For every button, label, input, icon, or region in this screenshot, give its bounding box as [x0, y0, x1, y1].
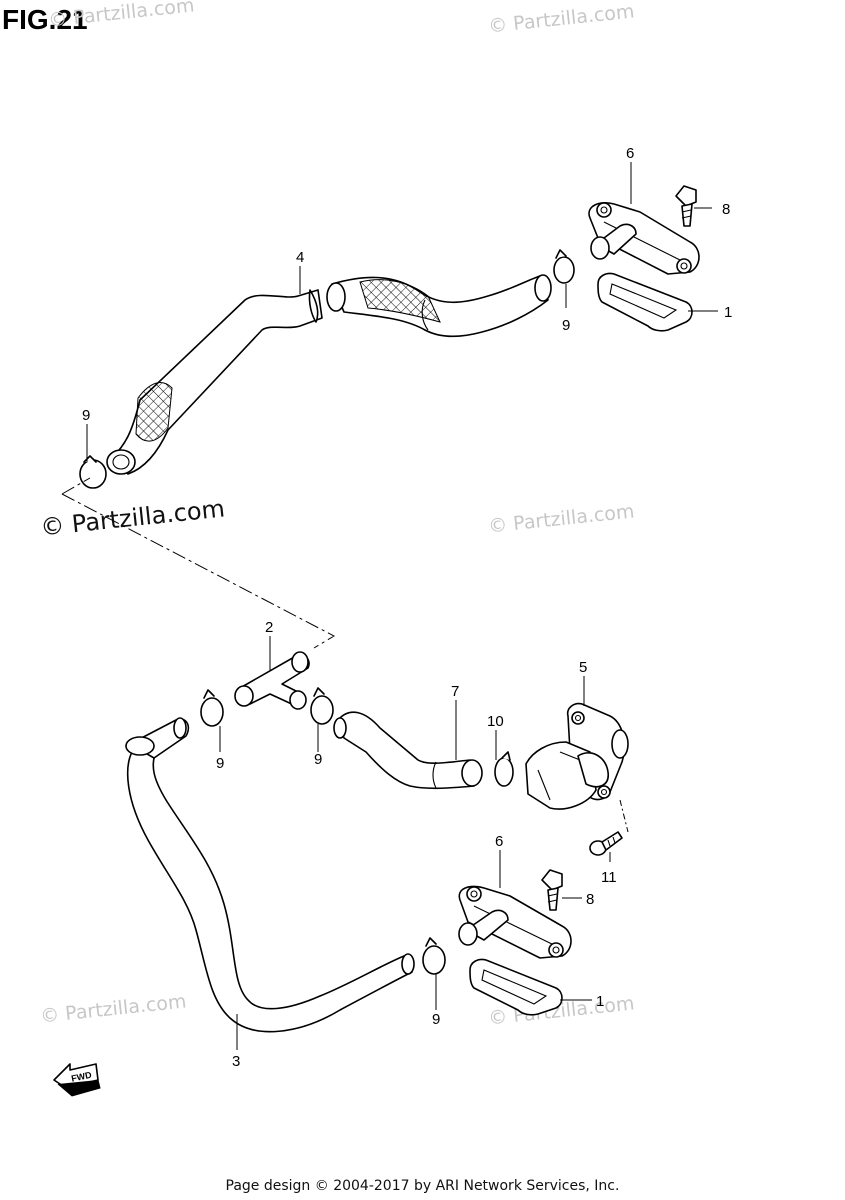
callout-9-lower: 9 [432, 1011, 440, 1028]
callout-9-upper-left: 9 [82, 407, 90, 424]
leader-lines [86, 162, 718, 1050]
bolt-8-upper [675, 185, 697, 227]
callout-4: 4 [296, 249, 304, 266]
hose-3 [125, 717, 415, 1033]
callout-9-upper-right: 9 [562, 317, 570, 334]
connection-line [61, 477, 336, 649]
callout-11: 11 [601, 869, 617, 886]
page-footer: Page design © 2004-2017 by ARI Network S… [225, 1178, 620, 1194]
bolt-8-lower [541, 869, 563, 911]
forward-arrow-icon: FWD [53, 1063, 101, 1097]
callout-8-upper: 8 [722, 201, 730, 218]
callout-10: 10 [487, 713, 504, 730]
clamp-10 [494, 751, 514, 787]
valve-cover-6-upper [588, 202, 700, 275]
clamp-9-mid-right [310, 687, 334, 725]
callout-6-upper: 6 [626, 145, 634, 162]
hose-4 [106, 274, 552, 475]
callout-1-upper: 1 [724, 304, 732, 321]
screw-11 [589, 799, 629, 856]
fwd-label: FWD [70, 1070, 93, 1084]
callout-9-mid-right: 9 [314, 751, 322, 768]
callout-1-lower: 1 [596, 993, 604, 1010]
callout-3: 3 [232, 1053, 240, 1070]
clamp-9-upper-left [79, 455, 107, 489]
callout-7: 7 [451, 683, 459, 700]
clamp-9-mid-left [200, 689, 224, 727]
clamp-9-upper-right [553, 249, 575, 284]
gasket-1-upper [597, 272, 693, 332]
hose-7 [333, 711, 483, 790]
callout-9-mid-left: 9 [216, 755, 224, 772]
callout-2: 2 [265, 619, 273, 636]
tee-joint-2 [234, 651, 310, 710]
clamp-9-lower [422, 937, 446, 975]
gasket-1-lower [469, 958, 563, 1016]
callout-6-lower: 6 [495, 833, 503, 850]
callout-8-lower: 8 [586, 891, 594, 908]
figure-title: FIG.21 [2, 4, 88, 35]
valve-5 [525, 702, 629, 810]
callout-5: 5 [579, 659, 587, 676]
valve-cover-6-lower [458, 885, 572, 959]
